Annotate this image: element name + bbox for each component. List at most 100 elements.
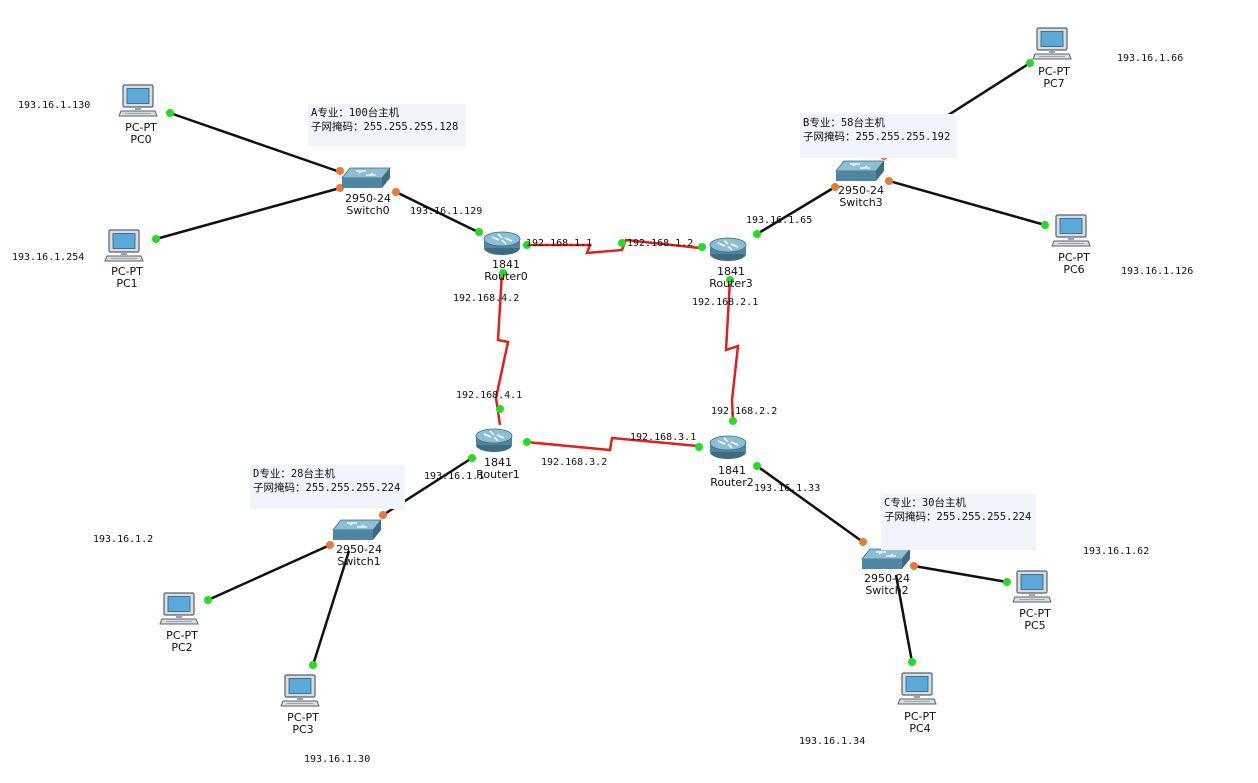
pc7-label: PC-PT PC7 bbox=[1038, 66, 1070, 90]
ip-pc6: 193.16.1.126 bbox=[1121, 266, 1194, 277]
switch3-label: 2950-24 Switch3 bbox=[838, 185, 884, 209]
ip-router0-lan: 193.16.1.129 bbox=[410, 206, 483, 217]
pc3-label: PC-PT PC3 bbox=[287, 712, 319, 736]
switch-icon[interactable] bbox=[835, 160, 885, 182]
link-router2-switch2[interactable] bbox=[756, 464, 864, 544]
router0-label: 1841 Router0 bbox=[484, 259, 527, 283]
pc5-model: PC-PT bbox=[1019, 607, 1051, 620]
ip-pc1: 193.16.1.254 bbox=[12, 252, 85, 263]
ip-router1-serial-r2: 192.168.3.2 bbox=[541, 457, 608, 468]
switch-icon[interactable] bbox=[341, 167, 391, 189]
link-switch1-pc2[interactable] bbox=[207, 543, 331, 602]
switch0-model: 2950-24 bbox=[345, 192, 391, 205]
link-switch0-router0[interactable] bbox=[395, 190, 479, 234]
pc2-model: PC-PT bbox=[166, 629, 198, 642]
pc7-model: PC-PT bbox=[1038, 65, 1070, 78]
link-router3-router2[interactable] bbox=[724, 279, 740, 421]
pc3-name: PC3 bbox=[292, 723, 314, 736]
router2-label: 1841 Router2 bbox=[710, 465, 753, 489]
port-indicators bbox=[152, 59, 1049, 669]
switch2-model: 2950-24 bbox=[864, 572, 910, 585]
note-a: A专业：100台主机 子网掩码：255.255.255.128 bbox=[308, 104, 465, 146]
router1-name: Router1 bbox=[476, 468, 520, 481]
router0-name: Router0 bbox=[484, 270, 528, 283]
link-pc1-switch0[interactable] bbox=[155, 186, 341, 241]
pc3-model: PC-PT bbox=[287, 711, 319, 724]
note-b-line1: B专业：58台主机 bbox=[803, 117, 885, 129]
switch2-label: 2950-24 Switch2 bbox=[864, 573, 910, 597]
pc6-label: PC-PT PC6 bbox=[1058, 252, 1090, 276]
router-icon[interactable] bbox=[483, 231, 521, 256]
ip-router2-lan: 193.16.1.33 bbox=[754, 483, 821, 494]
pc4-name: PC4 bbox=[909, 722, 931, 735]
router2-model: 1841 bbox=[717, 464, 746, 477]
pc1-name: PC1 bbox=[116, 277, 138, 290]
switch1-name: Switch1 bbox=[337, 555, 381, 568]
link-router0-router3[interactable] bbox=[528, 238, 701, 255]
link-pc0-switch0[interactable] bbox=[169, 111, 341, 174]
ip-router2-serial-r1: 192.168.3.1 bbox=[630, 432, 697, 443]
ip-pc3: 193.16.1.30 bbox=[304, 754, 371, 765]
pc-icon[interactable] bbox=[1051, 214, 1091, 247]
router2-name: Router2 bbox=[710, 476, 754, 489]
switch1-label: 2950-24 Switch1 bbox=[336, 544, 382, 568]
pc2-name: PC2 bbox=[171, 641, 193, 654]
ip-router1-lan: 193.16.1.1 bbox=[424, 471, 485, 482]
note-b: B专业：58台主机 子网掩码：255.255.255.192 bbox=[800, 114, 957, 158]
switch-icon[interactable] bbox=[861, 548, 911, 570]
router-icon[interactable] bbox=[709, 435, 747, 460]
ip-router3-serial-r2: 192.168.2.1 bbox=[692, 297, 759, 308]
pc6-model: PC-PT bbox=[1058, 251, 1090, 264]
ip-router2-serial-r3: 192.168.2.2 bbox=[711, 406, 778, 417]
router0-model: 1841 bbox=[491, 258, 520, 271]
router1-label: 1841 Router1 bbox=[476, 457, 519, 481]
link-switch1-pc3[interactable] bbox=[311, 550, 351, 666]
note-b-line2: 子网掩码：255.255.255.192 bbox=[803, 131, 951, 143]
pc-icon[interactable] bbox=[159, 592, 199, 625]
ip-router3-lan: 193.16.1.65 bbox=[746, 215, 813, 226]
link-switch3-router3[interactable] bbox=[756, 185, 836, 236]
ip-router0-serial-r1: 192.168.4.2 bbox=[453, 293, 520, 304]
note-a-line1: A专业：100台主机 bbox=[311, 107, 400, 119]
ip-pc4: 193.16.1.34 bbox=[799, 736, 866, 747]
pc-icon[interactable] bbox=[897, 672, 937, 705]
pc6-name: PC6 bbox=[1063, 263, 1085, 276]
note-a-line2: 子网掩码：255.255.255.128 bbox=[311, 121, 459, 133]
pc2-label: PC-PT PC2 bbox=[166, 630, 198, 654]
router-icon[interactable] bbox=[709, 237, 747, 262]
link-switch3-pc6[interactable] bbox=[888, 179, 1046, 227]
link-switch2-pc4[interactable] bbox=[894, 574, 914, 663]
ip-pc2: 193.16.1.2 bbox=[93, 534, 154, 545]
note-d-line2: 子网掩码：255.255.255.224 bbox=[253, 482, 401, 494]
pc-icon[interactable] bbox=[118, 84, 158, 117]
ip-pc5: 193.16.1.62 bbox=[1083, 546, 1150, 557]
router1-model: 1841 bbox=[483, 456, 512, 469]
router3-model: 1841 bbox=[716, 265, 745, 278]
ip-pc7: 193.16.1.66 bbox=[1117, 53, 1184, 64]
note-c: C专业：30台主机 子网掩码：255.255.255.224 bbox=[881, 494, 1036, 550]
ip-router0-serial-r3: 192.168.1.1 bbox=[526, 238, 593, 249]
link-router1-router2[interactable] bbox=[525, 436, 699, 452]
router-icon[interactable] bbox=[475, 428, 513, 453]
pc0-label: PC-PT PC0 bbox=[125, 122, 157, 146]
switch0-label: 2950-24 Switch0 bbox=[345, 193, 391, 217]
pc5-name: PC5 bbox=[1024, 619, 1046, 632]
ip-router1-serial-r0: 192.168.4.1 bbox=[456, 390, 523, 401]
pc1-label: PC-PT PC1 bbox=[111, 266, 143, 290]
switch-icon[interactable] bbox=[332, 519, 382, 541]
pc-icon[interactable] bbox=[1032, 27, 1072, 60]
pc-icon[interactable] bbox=[104, 229, 144, 262]
link-switch2-pc5[interactable] bbox=[913, 564, 1008, 584]
router3-label: 1841 Router3 bbox=[709, 266, 752, 290]
note-c-line1: C专业：30台主机 bbox=[884, 497, 966, 509]
note-c-line2: 子网掩码：255.255.255.224 bbox=[884, 511, 1032, 523]
note-d: D专业：28台主机 子网掩码：255.255.255.224 bbox=[250, 465, 405, 509]
pc-icon[interactable] bbox=[280, 674, 320, 707]
switch3-model: 2950-24 bbox=[838, 184, 884, 197]
note-d-line1: D专业：28台主机 bbox=[253, 468, 335, 480]
switch1-model: 2950-24 bbox=[336, 543, 382, 556]
pc1-model: PC-PT bbox=[111, 265, 143, 278]
switch3-name: Switch3 bbox=[839, 196, 883, 209]
pc-icon[interactable] bbox=[1012, 570, 1052, 603]
